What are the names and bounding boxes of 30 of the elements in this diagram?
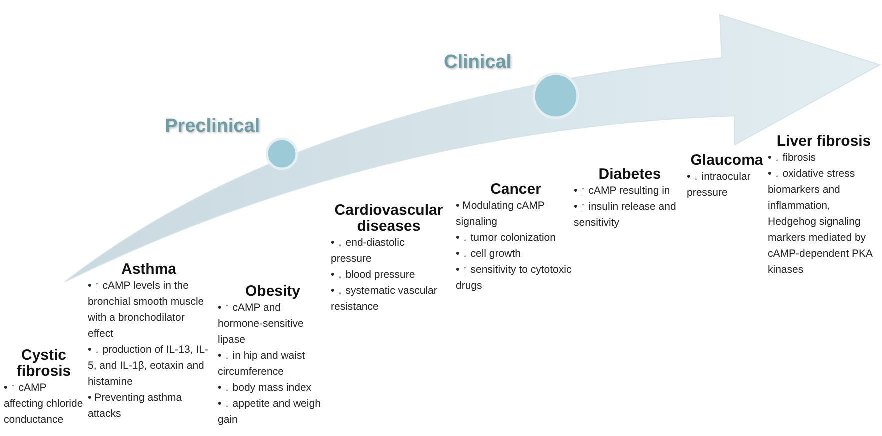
- disease-heading: Asthma: [120, 262, 178, 278]
- bullet-point: • ↑ sensitivity to cytotoxic drugs: [456, 263, 573, 294]
- bullet-point: • ↓ intraocular pressure: [687, 170, 752, 201]
- bullet-point: • ↓ cell growth: [456, 247, 522, 262]
- bullet-point: • ↑ cAMP affecting chloride conductance: [4, 381, 84, 428]
- bullet-point: • ↑ cAMP resulting in: [574, 184, 672, 199]
- bullet-point: • Modulating cAMP signaling: [456, 199, 546, 230]
- bullet-point: • ↓ in hip and waist circumference: [218, 349, 306, 380]
- bullet-point: • ↓ production of IL-13, IL-5, and IL-1β, eotaxin and histamine: [88, 343, 210, 390]
- bullet-point: • ↑ cAMP levels in the bronchial smooth muscle with a bronchodilator effect: [88, 279, 206, 342]
- disease-heading: Diabetes: [598, 167, 662, 183]
- bullet-point: • ↓ oxidative stress biomarkers and inflammation, Hedgehog signaling markers mediated by cAMP-dependent PKA kinases: [768, 167, 874, 278]
- bullet-point: • ↓ blood pressure: [331, 268, 416, 283]
- bullet-point: • ↓ fibrosis: [768, 151, 818, 166]
- bullet-point: • ↓ tumor colonization: [456, 231, 557, 246]
- disease-heading: Glaucoma: [690, 153, 764, 169]
- bullet-point: • ↑ cAMP and hormone-sensitive lipase: [218, 301, 305, 348]
- bullet-point: • ↓ body mass index: [218, 381, 313, 396]
- disease-heading: Cardiovascular diseases: [334, 203, 444, 235]
- bullet-point: • ↓ end-diastolic pressure: [331, 236, 406, 267]
- bullet-point: • ↓ appetite and weigh gain: [218, 397, 322, 428]
- stage-label: Clinical: [444, 52, 512, 74]
- bullet-point: • Preventing asthma attacks: [88, 391, 184, 422]
- stage-label: Preclinical: [165, 116, 260, 138]
- disease-heading: Cancer: [490, 182, 542, 198]
- disease-heading: Liver fibrosis: [776, 134, 872, 150]
- bullet-point: • ↑ insulin release and sensitivity: [574, 200, 678, 231]
- disease-heading: Obesity: [244, 284, 302, 300]
- bullet-point: • ↓ systematic vascular resistance: [331, 284, 438, 315]
- disease-heading: Cystic fibrosis: [16, 348, 72, 380]
